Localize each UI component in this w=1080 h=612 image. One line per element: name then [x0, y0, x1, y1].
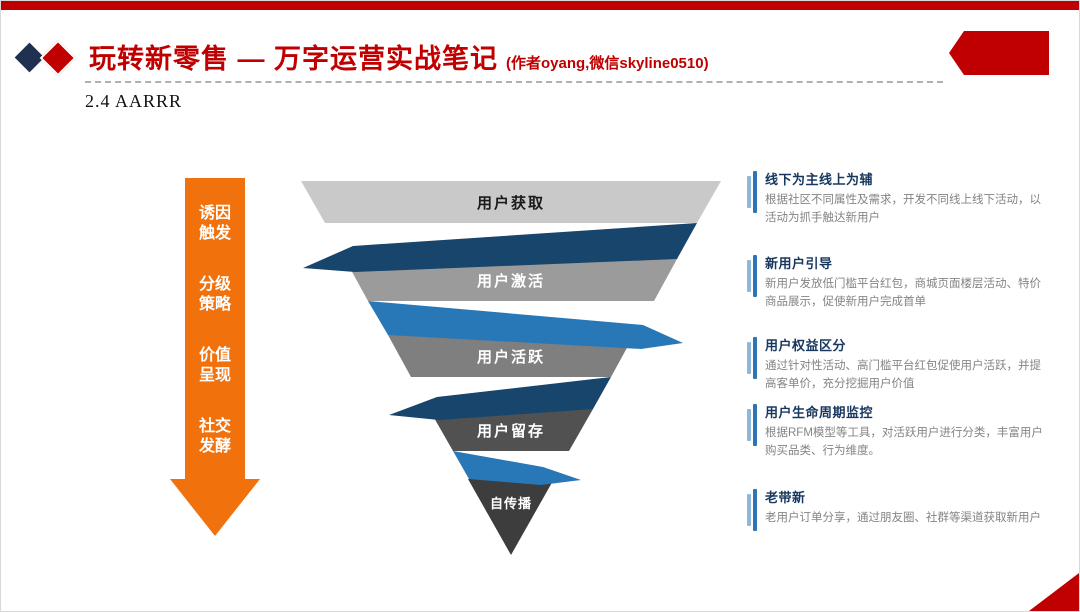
bottom-right-ribbon — [1029, 573, 1079, 611]
funnel-band-4 — [429, 409, 593, 451]
arrow-step-1: 诱因 触发 — [199, 204, 231, 244]
funnel-label-referral: 自传播 — [489, 496, 532, 511]
annotation-title: 老带新 — [765, 490, 806, 505]
funnel-label-acquisition: 用户获取 — [476, 195, 545, 212]
funnel-ribbon-2 — [368, 301, 683, 349]
funnel-ribbon-3 — [389, 377, 611, 420]
funnel-band-1 — [301, 181, 721, 223]
funnel-label-engagement: 用户活跃 — [476, 349, 545, 366]
annotation-retention: 用户生命周期监控 根据RFM模型等工具，对活跃用户进行分类，丰富用户购买品类、行… — [747, 402, 1051, 461]
annotation-title: 新用户引导 — [765, 256, 833, 271]
arrow-shaft — [185, 178, 245, 480]
funnel-graphic — [301, 181, 721, 555]
author-note: (作者oyang,微信skyline0510) — [506, 55, 709, 72]
arrow-step-2: 分级 策略 — [199, 275, 231, 315]
aarrr-funnel: 用户获取 用户激活 用户活跃 用户留存 自传播 — [291, 173, 731, 565]
annotation-title: 用户权益区分 — [765, 338, 847, 353]
annotation-engagement: 用户权益区分 通过针对性活动、高门槛平台红包促使用户活跃，并提高客单价，充分挖掘… — [747, 335, 1051, 394]
annotation-body: 根据RFM模型等工具，对活跃用户进行分类，丰富用户购买品类、行为维度。 — [765, 427, 1043, 457]
header-divider — [85, 81, 943, 83]
funnel-band-5 — [468, 479, 554, 555]
funnel-ribbon-4 — [453, 451, 581, 485]
arrow-step-3: 价值 呈现 — [199, 346, 231, 386]
annotation-body: 根据社区不同属性及需求，开发不同线上线下活动，以活动为抓手触达新用户 — [765, 194, 1041, 224]
annotation-title: 线下为主线上为辅 — [765, 172, 874, 187]
annotation-body: 新用户发放低门槛平台红包，商城页面楼层活动、特价商品展示，促使新用户完成首单 — [765, 278, 1041, 308]
note-bars-icon — [747, 335, 757, 394]
arrow-step-2-line1: 分级 — [198, 275, 231, 293]
note-bars-icon — [747, 402, 757, 461]
arrow-step-2-line2: 策略 — [198, 295, 231, 313]
arrow-step-1-line1: 诱因 — [198, 204, 231, 222]
annotation-body: 通过针对性活动、高门槛平台红包促使用户活跃，并提高客单价，充分挖掘用户价值 — [765, 360, 1041, 390]
section-label: 2.4 AARRR — [85, 91, 183, 111]
arrow-step-3-line2: 呈现 — [198, 367, 231, 385]
annotation-activation: 新用户引导 新用户发放低门槛平台红包，商城页面楼层活动、特价商品展示，促使新用户… — [747, 253, 1051, 312]
annotation-body: 老用户订单分享，通过朋友圈、社群等渠道获取新用户 — [765, 512, 1041, 524]
arrow-step-1-line2: 触发 — [198, 224, 231, 242]
annotation-title: 用户生命周期监控 — [765, 405, 874, 420]
funnel-band-2 — [345, 259, 677, 301]
arrow-head — [170, 479, 260, 536]
note-bars-icon — [747, 253, 757, 312]
funnel-label-retention: 用户留存 — [476, 423, 545, 440]
header: 玩转新零售 — 万字运营实战笔记 (作者oyang,微信skyline0510) — [89, 37, 709, 76]
annotation-acquisition: 线下为主线上为辅 根据社区不同属性及需求，开发不同线上线下活动，以活动为抓手触达… — [747, 169, 1051, 228]
note-bars-icon — [747, 487, 757, 531]
note-bars-icon — [747, 169, 757, 228]
arrow-step-3-line1: 价值 — [198, 347, 231, 365]
arrow-step-4-line2: 发酵 — [198, 438, 231, 456]
arrow-step-4: 社交 发酵 — [199, 417, 231, 457]
top-right-ribbon — [949, 31, 1049, 75]
annotation-referral: 老带新 老用户订单分享，通过朋友圈、社群等渠道获取新用户 — [747, 487, 1051, 531]
funnel-ribbon-1 — [303, 223, 697, 272]
arrow-step-4-line1: 社交 — [198, 418, 231, 436]
logo-diamonds — [14, 37, 81, 79]
funnel-band-3 — [388, 335, 634, 377]
top-red-strip — [1, 1, 1079, 10]
process-arrow: 诱因 触发 分级 策略 价值 呈现 社交 发酵 — [170, 178, 260, 538]
funnel-label-activation: 用户激活 — [476, 273, 545, 290]
page-title: 玩转新零售 — 万字运营实战笔记 — [89, 44, 499, 74]
logo-diamond-red-icon — [39, 39, 77, 77]
